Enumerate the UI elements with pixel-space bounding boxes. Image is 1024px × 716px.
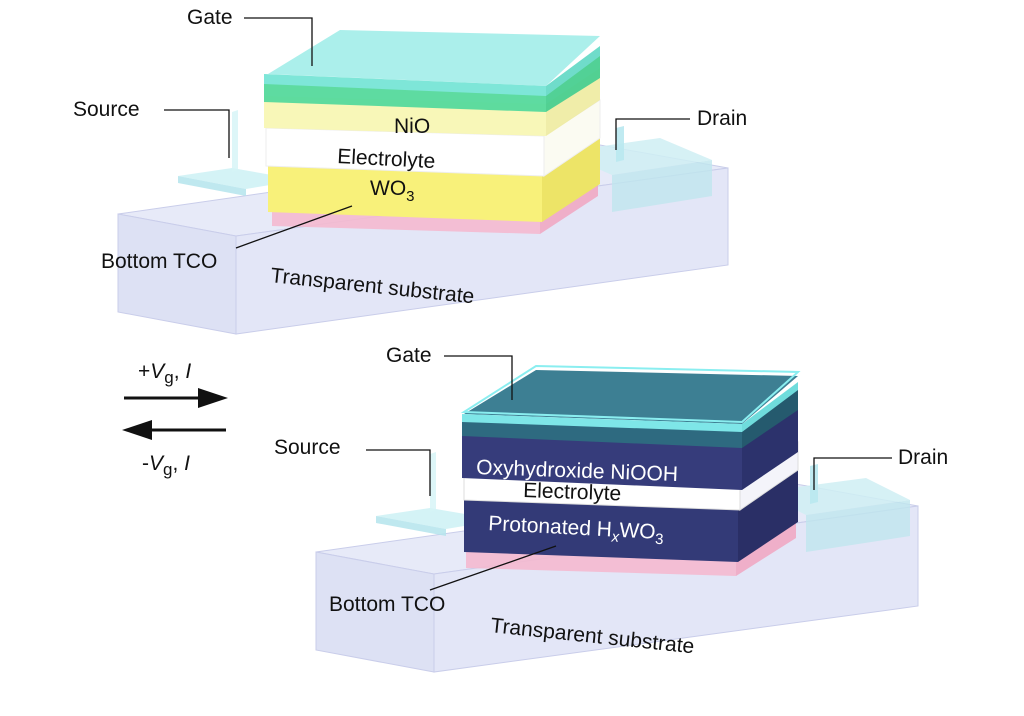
bottom-bottom-tco-label: Bottom TCO bbox=[329, 593, 445, 616]
bottom-source-leader bbox=[366, 449, 431, 496]
top-gate-label: Gate bbox=[187, 6, 233, 29]
bottom-electrolyte-label: Electrolyte bbox=[523, 479, 622, 505]
bottom-drain-leader bbox=[813, 457, 892, 490]
top-bottom-tco-leader bbox=[235, 205, 353, 249]
reverse-bias-label: -Vg, I bbox=[142, 452, 190, 479]
bottom-source-label: Source bbox=[274, 436, 341, 459]
top-electrolyte-layer bbox=[265, 99, 601, 177]
switching-arrows: +Vg, I -Vg, I bbox=[122, 360, 228, 479]
top-gate-leader bbox=[244, 17, 313, 66]
bottom-bottom-tco-leader bbox=[429, 545, 557, 591]
bottom-gate-leader bbox=[444, 355, 513, 400]
bottom-gate-layer bbox=[460, 364, 801, 448]
bottom-device bbox=[315, 364, 919, 673]
forward-bias-label: +Vg, I bbox=[138, 360, 191, 387]
bottom-hxwo3-layer bbox=[464, 470, 798, 562]
bottom-drain-label: Drain bbox=[898, 446, 948, 469]
top-wo3-layer bbox=[268, 138, 600, 222]
top-bottom-tco-label: Bottom TCO bbox=[101, 250, 217, 273]
forward-arrow-head bbox=[198, 388, 228, 408]
top-source-leader bbox=[164, 109, 230, 158]
top-wo3-label: WO3 bbox=[370, 177, 415, 205]
top-gate-layer bbox=[264, 30, 600, 112]
top-drain-leader bbox=[615, 118, 690, 150]
bottom-gate-label: Gate bbox=[386, 344, 432, 367]
bottom-niooh-layer bbox=[462, 404, 798, 490]
reverse-arrow-head bbox=[122, 420, 152, 440]
top-electrolyte-label: Electrolyte bbox=[337, 145, 436, 173]
top-source-label: Source bbox=[73, 98, 140, 121]
top-device bbox=[117, 30, 729, 335]
top-drain-label: Drain bbox=[697, 107, 747, 130]
top-nio-label: NiO bbox=[394, 115, 430, 138]
bottom-hxwo3-label: Protonated HxWO3 bbox=[488, 512, 665, 548]
